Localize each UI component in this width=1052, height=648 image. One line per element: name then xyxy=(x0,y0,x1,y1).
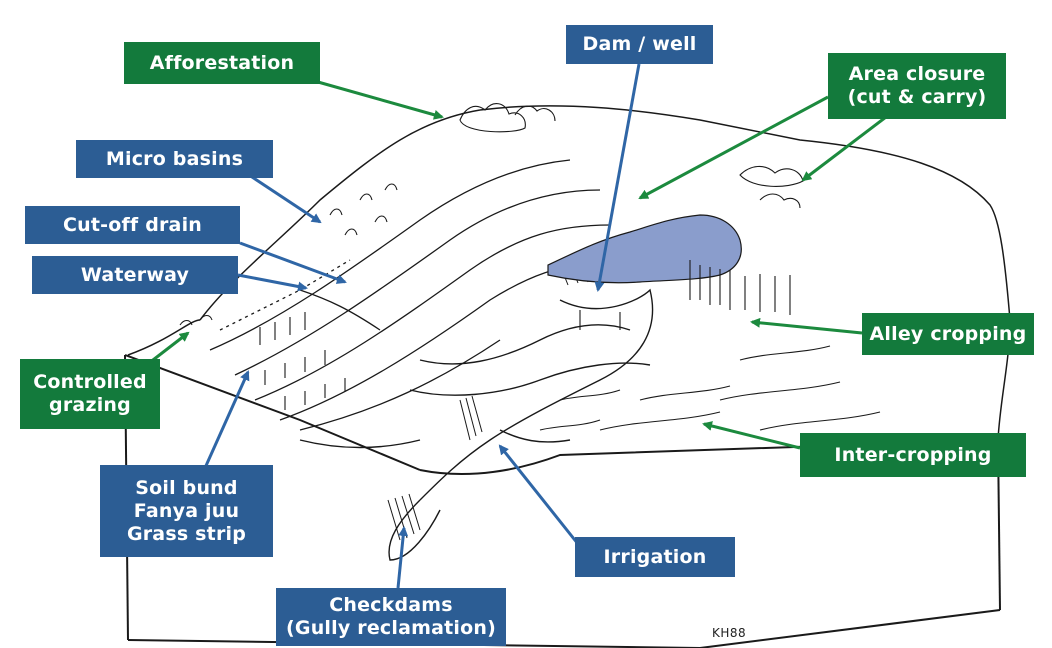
terrain-block xyxy=(125,106,1020,648)
label-irrigation: Irrigation xyxy=(575,537,735,577)
vegetation xyxy=(180,104,880,430)
label-waterway: Waterway xyxy=(32,256,238,294)
label-soil-bund: Soil bund Fanya juu Grass strip xyxy=(100,465,273,557)
label-controlled-grazing: Controlled grazing xyxy=(20,359,160,429)
arrow-alley-cropping xyxy=(752,322,862,333)
label-area-closure: Area closure (cut & carry) xyxy=(828,53,1006,119)
terraces xyxy=(210,160,610,430)
arrow-inter-cropping xyxy=(704,424,800,448)
label-afforestation: Afforestation xyxy=(124,42,320,84)
arrow-micro-basins xyxy=(249,175,320,222)
label-dam-well: Dam / well xyxy=(566,25,713,64)
pond xyxy=(548,215,741,283)
label-micro-basins: Micro basins xyxy=(76,140,273,178)
arrow-waterway xyxy=(238,275,306,288)
arrow-area-closure-2 xyxy=(803,117,886,180)
arrow-cut-off-drain xyxy=(240,243,345,282)
label-cut-off-drain: Cut-off drain xyxy=(25,206,240,244)
artist-signature: KH88 xyxy=(712,626,746,640)
label-alley-cropping: Alley cropping xyxy=(862,313,1034,355)
arrow-afforestation xyxy=(318,82,442,117)
gully-network xyxy=(300,290,653,560)
label-checkdams: Checkdams (Gully reclamation) xyxy=(276,588,506,646)
label-inter-cropping: Inter-cropping xyxy=(800,433,1026,477)
